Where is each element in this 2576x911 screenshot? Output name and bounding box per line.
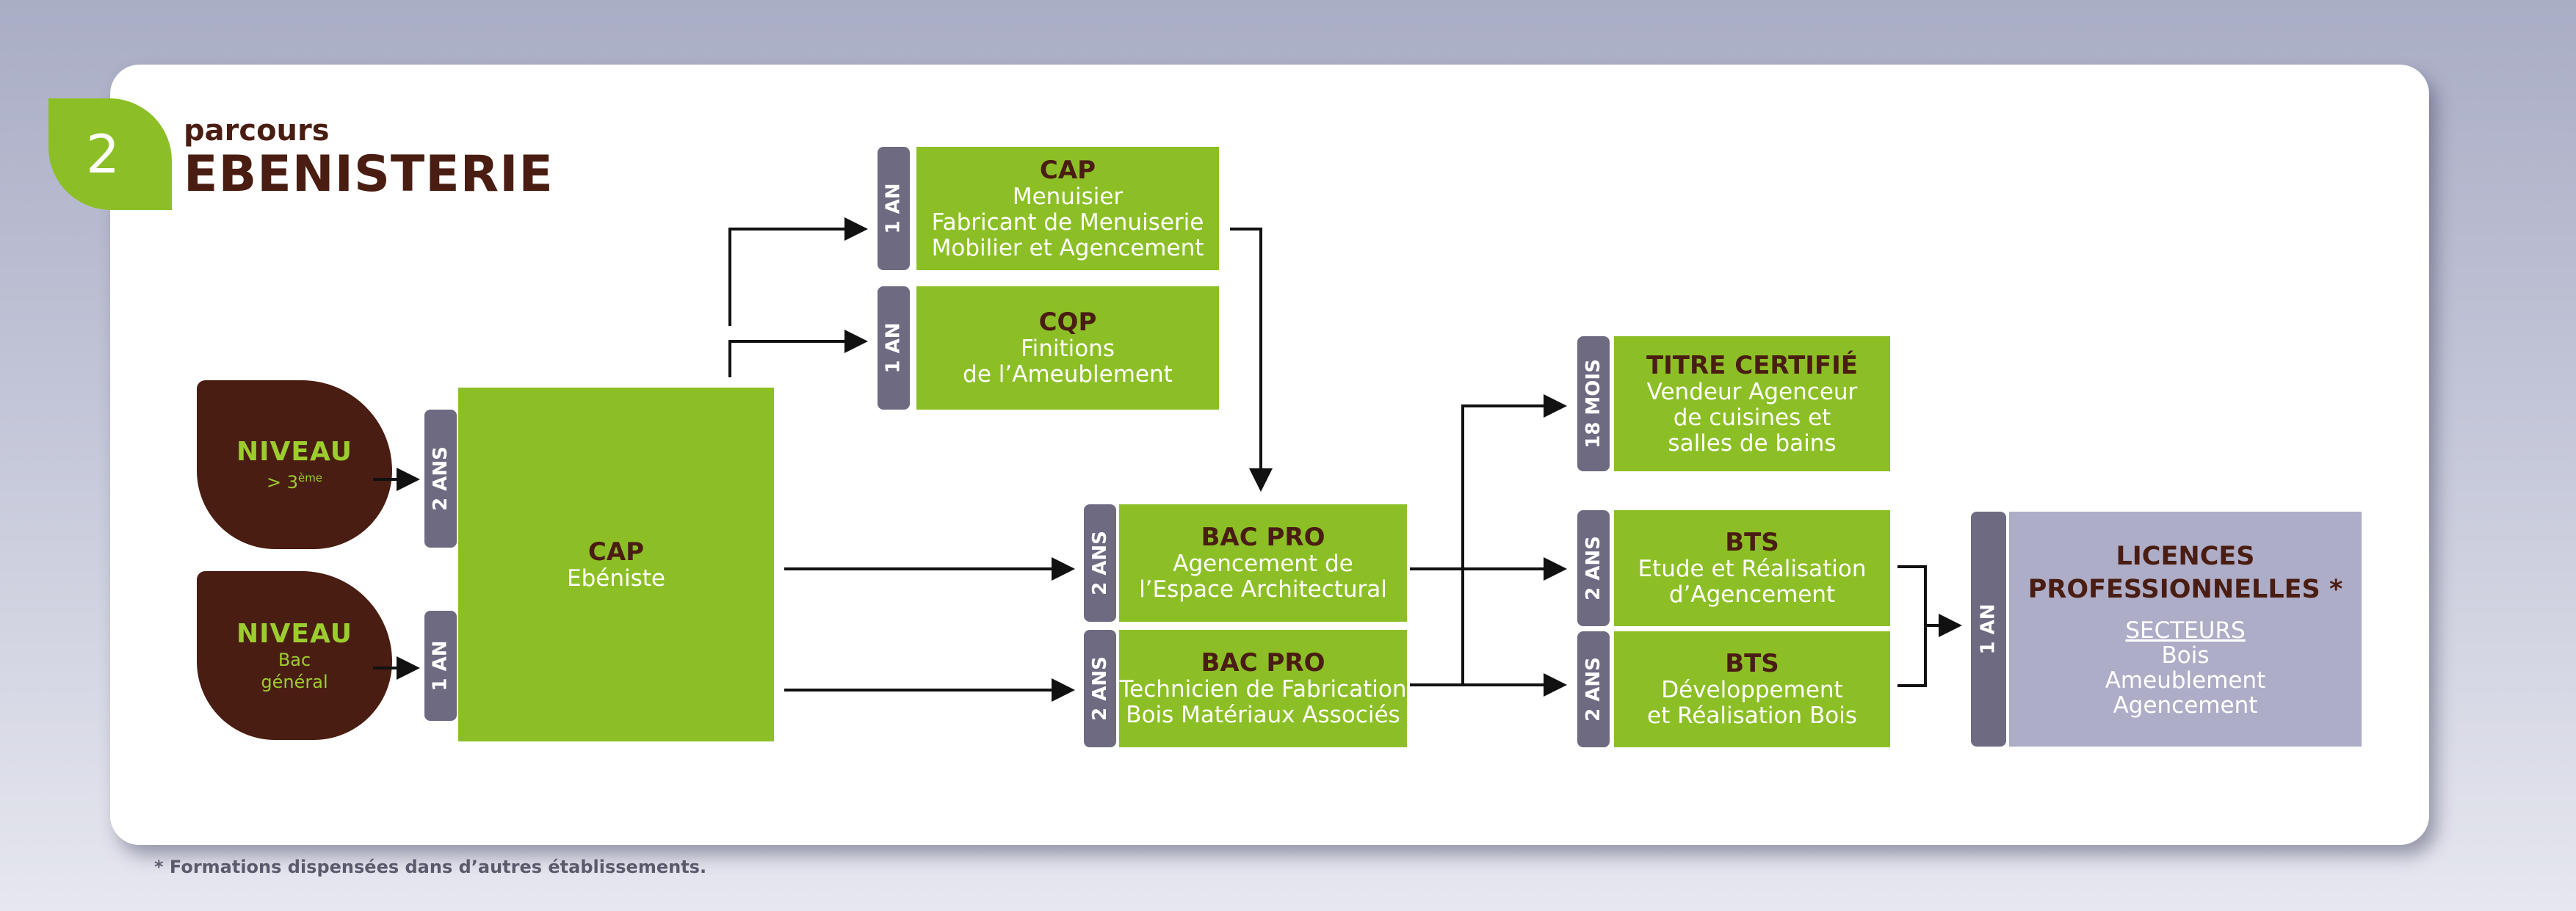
box-title: BTS	[1725, 528, 1779, 557]
duration-tab: 2 ANS	[1084, 504, 1116, 622]
footnote: * Formations dispensées dans d’autres ét…	[154, 857, 707, 877]
level-title: NIVEAU	[236, 436, 352, 467]
level-bac-leaf: NIVEAU Bac général	[197, 571, 392, 740]
box-line: Bois Matériaux Associés	[1126, 702, 1400, 728]
box-title: TITRE CERTIFIÉ	[1646, 350, 1859, 380]
arrow-bts-dev-to-licences	[1897, 625, 1927, 687]
section-number: 2	[86, 123, 120, 185]
box-line: Ebéniste	[567, 565, 665, 592]
duration-tab: 18 MOIS	[1577, 336, 1610, 471]
arrow-cap-to-cap-menuisier	[728, 217, 868, 326]
box-line: Agencement de	[1173, 551, 1353, 577]
level-detail-line1: Bac	[278, 649, 311, 670]
duration-tab: 1 AN	[424, 611, 457, 721]
box-licences-professionnelles: LICENCES PROFESSIONNELLES * SECTEURS Boi…	[2009, 512, 2362, 747]
duration-tab: 2 ANS	[1577, 631, 1610, 747]
box-line: l’Espace Architectural	[1139, 576, 1387, 603]
page-subtitle: parcours	[184, 114, 330, 148]
box-line: Développement	[1661, 677, 1843, 703]
box-line: et Réalisation Bois	[1647, 703, 1857, 729]
sector-item: Agencement	[2113, 692, 2258, 719]
box-bts-etude: BTS Etude et Réalisation d’Agencement	[1614, 510, 1890, 626]
sector-item: Bois	[2161, 642, 2210, 669]
box-bacpro-agencement: BAC PRO Agencement de l’Espace Architect…	[1119, 504, 1407, 622]
duration-tab: 2 ANS	[424, 410, 457, 548]
box-line: de cuisines et	[1673, 404, 1831, 431]
sector-item: Ameublement	[2105, 667, 2266, 694]
duration-tab: 1 AN	[878, 286, 910, 410]
arrow-bts-etude-to-licences	[1897, 565, 1927, 625]
level-detail: > 3ème	[266, 471, 323, 493]
box-line: d’Agencement	[1668, 581, 1836, 608]
box-title: LICENCES	[2116, 542, 2255, 571]
duration-tab: 2 ANS	[1084, 630, 1116, 747]
duration-tab: 1 AN	[1971, 512, 2006, 747]
box-cap-menuisier: CAP Menuisier Fabricant de Menuiserie Mo…	[916, 147, 1219, 270]
box-line: Menuisier	[1012, 183, 1124, 210]
box-title: BAC PRO	[1201, 523, 1325, 552]
box-line: Etude et Réalisation	[1638, 556, 1867, 582]
box-titre-certifie: TITRE CERTIFIÉ Vendeur Agenceur de cuisi…	[1614, 336, 1890, 471]
box-cap-ebeniste: CAP Ebéniste	[458, 388, 774, 741]
box-title: BTS	[1725, 649, 1779, 678]
level-detail-line2: général	[261, 671, 328, 692]
box-title: CQP	[1038, 308, 1097, 337]
arrow-cap-menuisier-to-bacpro	[1230, 228, 1273, 492]
duration-tab: 1 AN	[878, 147, 910, 270]
level-3eme-leaf: NIVEAU > 3ème	[197, 380, 392, 549]
duration-tab: 2 ANS	[1577, 510, 1610, 626]
box-cqp: CQP Finitions de l’Ameublement	[916, 286, 1219, 410]
box-line: Fabricant de Menuiserie	[931, 208, 1204, 236]
box-line: Mobilier et Agencement	[931, 234, 1204, 261]
sectors-label: SECTEURS	[2125, 617, 2246, 644]
box-line: salles de bains	[1668, 429, 1837, 457]
section-number-leaf: 2	[48, 98, 172, 210]
arrow-cap-to-cqp	[728, 330, 868, 377]
arrow-to-titre	[1461, 394, 1567, 685]
box-title: CAP	[587, 537, 645, 567]
box-line: Vendeur Agenceur	[1646, 378, 1858, 405]
page-title: EBENISTERIE	[184, 145, 554, 203]
box-title: CAP	[1039, 155, 1096, 185]
box-bacpro-technicien: BAC PRO Technicien de Fabrication Bois M…	[1119, 630, 1407, 747]
box-bts-developpement: BTS Développement et Réalisation Bois	[1614, 631, 1890, 747]
level-title: NIVEAU	[236, 618, 352, 649]
box-title: PROFESSIONNELLES *	[2027, 575, 2343, 604]
box-line: de l’Ameublement	[963, 361, 1173, 388]
box-line: Technicien de Fabrication	[1119, 676, 1407, 703]
box-title: BAC PRO	[1201, 648, 1325, 678]
box-line: Finitions	[1021, 335, 1115, 362]
